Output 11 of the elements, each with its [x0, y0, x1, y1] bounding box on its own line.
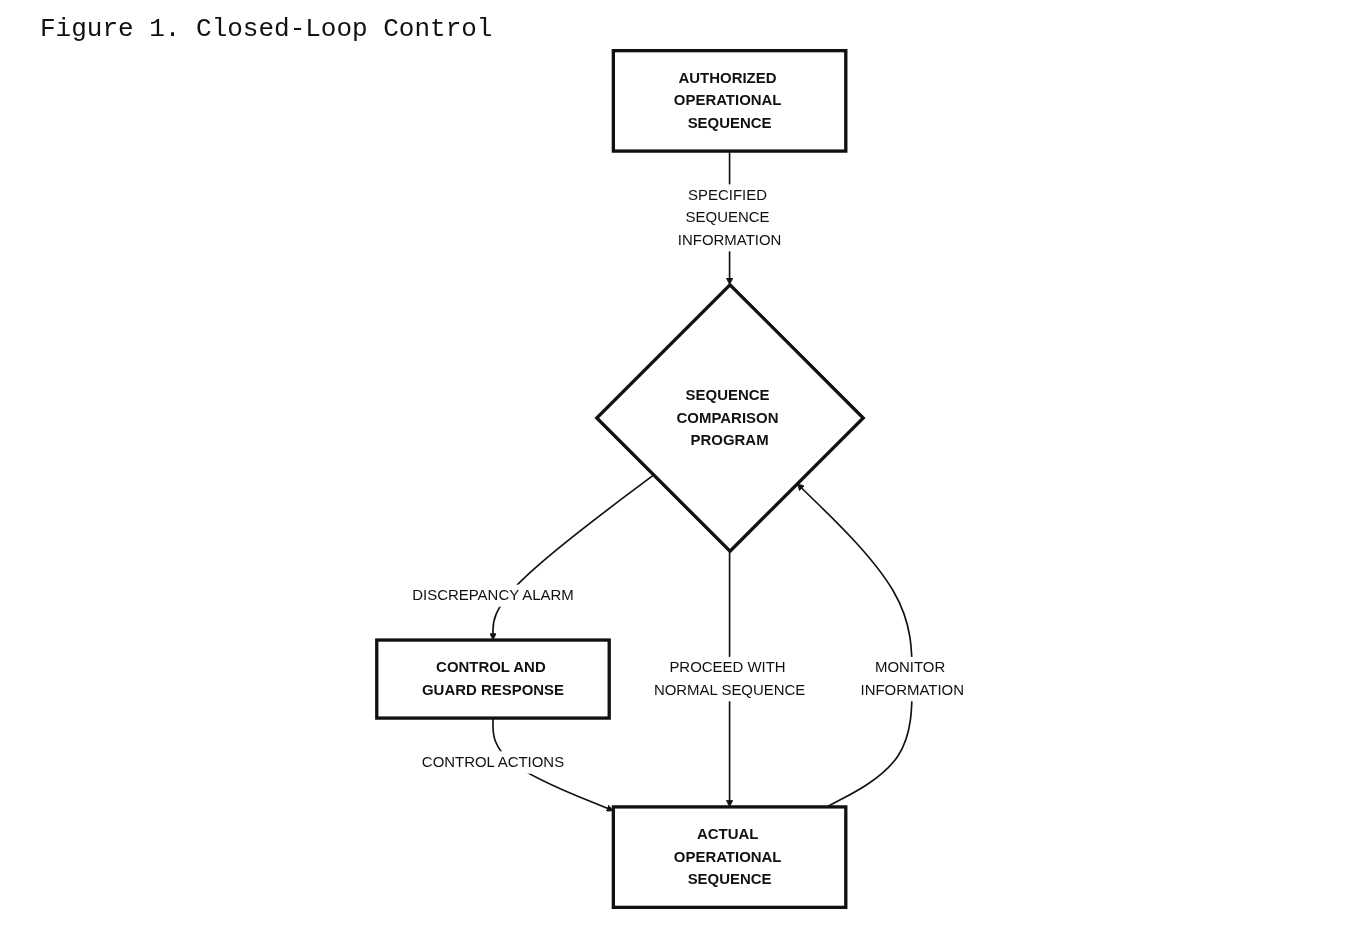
edge-label: DISCREPANCY ALARM [412, 586, 574, 604]
edge-label: SPECIFIED SEQUENCE INFORMATION [677, 186, 782, 249]
node-box: AUTHORIZED OPERATIONAL SEQUENCE [611, 49, 848, 153]
figure-title: Figure 1. Closed-Loop Control [40, 14, 494, 44]
node-diamond: SEQUENCE COMPARISON PROGRAM [594, 282, 866, 554]
edge-label: PROCEED WITH NORMAL SEQUENCE [653, 659, 806, 699]
edge-label: MONITOR INFORMATION [860, 659, 964, 699]
arrow [489, 474, 655, 641]
node-box: CONTROL AND GUARD RESPONSE [375, 638, 611, 720]
edge-label: CONTROL ACTIONS [421, 753, 565, 771]
node-box: ACTUAL OPERATIONAL SEQUENCE [611, 805, 848, 909]
